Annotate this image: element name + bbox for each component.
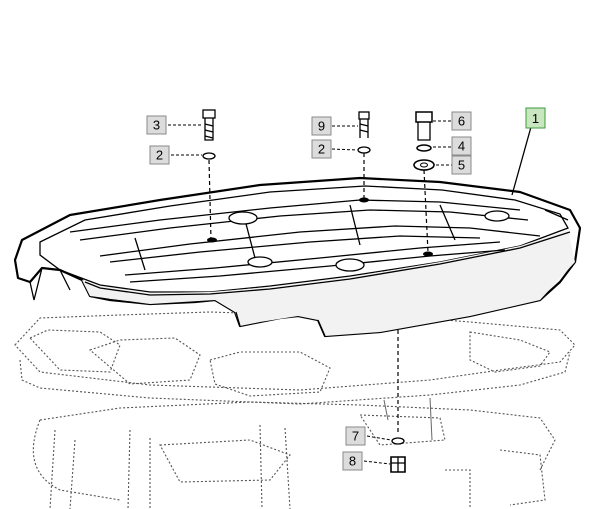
callout-2-left: 2 (149, 145, 170, 165)
callout-label: 2 (156, 148, 163, 163)
leader-lines (168, 120, 532, 465)
callout-2-middle: 2 (311, 139, 332, 159)
callout-label: 5 (458, 158, 465, 173)
ghost-frame (14, 311, 576, 509)
callout-label: 8 (349, 454, 356, 469)
bolt-middle (358, 111, 370, 138)
nut-lower (390, 456, 406, 473)
callout-6: 6 (451, 111, 472, 131)
callout-label: 9 (318, 119, 325, 134)
lock-washer-right (416, 144, 432, 152)
washer-middle (357, 146, 371, 154)
bolt-left (202, 109, 216, 141)
callout-label: 4 (458, 139, 465, 154)
callout-5: 5 (451, 155, 472, 175)
washer-left (202, 152, 216, 160)
callout-label: 1 (532, 111, 539, 126)
callout-3: 3 (146, 115, 167, 135)
callout-label: 6 (458, 114, 465, 129)
console-plate (13, 176, 582, 338)
callout-label: 7 (352, 429, 359, 444)
callout-9: 9 (311, 116, 332, 136)
callout-1: 1 (525, 107, 546, 129)
callout-4: 4 (451, 136, 472, 156)
callout-label: 2 (318, 142, 325, 157)
callout-7: 7 (345, 426, 366, 446)
callout-label: 3 (153, 118, 160, 133)
hardware (202, 109, 435, 473)
bolt-right (415, 111, 433, 141)
callout-8: 8 (342, 451, 363, 471)
washer-lower (391, 437, 405, 445)
